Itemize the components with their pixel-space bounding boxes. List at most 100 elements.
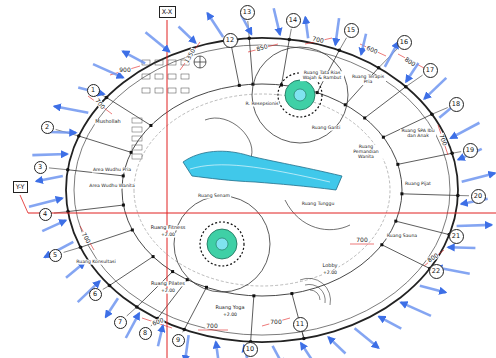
dimension: 800 (403, 56, 418, 69)
room-label: Ruang Tata Rias Wajah & Rambut (300, 71, 344, 81)
fountain (207, 229, 237, 259)
room-label: +2.00 (322, 271, 338, 276)
column (182, 328, 186, 332)
wind-arrow (158, 326, 163, 347)
partition (285, 200, 350, 230)
pond (183, 151, 342, 190)
grid-number: 12 (226, 37, 234, 44)
room-wall (292, 294, 304, 339)
grid-number: 3 (38, 164, 42, 171)
dimension: 700 (93, 97, 106, 111)
outer-wall (66, 38, 458, 342)
wind-arrow (126, 313, 139, 338)
corridor-edge (134, 94, 390, 286)
grid-number: 11 (296, 321, 304, 328)
dimension: 700 (80, 231, 92, 246)
room-wall (382, 245, 430, 269)
wind-arrow (355, 328, 379, 348)
gym-machine (168, 60, 176, 65)
wind-arrow (145, 32, 169, 52)
grid-bubble: 10 (243, 342, 258, 357)
grid-number: Y-Y (16, 184, 25, 191)
wind-arrow (78, 88, 104, 95)
wind-arrow (401, 302, 431, 316)
wind-arrow (361, 34, 366, 55)
wind-arrow (185, 335, 189, 358)
room-label: Ruang Konsultasi (75, 260, 116, 265)
dimension: 700 (438, 133, 449, 148)
room-wall (79, 136, 131, 152)
wind-arrow (54, 106, 88, 112)
grid-bubble: 17 (423, 63, 438, 78)
room-wall (345, 68, 378, 105)
grid-bubble: 22 (429, 264, 444, 279)
room-wall (249, 38, 253, 84)
stair (300, 278, 331, 305)
wind-arrow (274, 8, 280, 34)
grid-bubble: 14 (286, 13, 301, 28)
room-label: Lobby (321, 263, 338, 268)
column (205, 286, 208, 289)
room-label: Ruang Sauna (386, 234, 418, 239)
grid-number: 22 (432, 268, 440, 275)
grid-number: 15 (347, 27, 355, 34)
grid-number: 19 (466, 147, 474, 154)
gym-machine (155, 88, 163, 93)
column (302, 337, 306, 341)
grid-number: X-X (162, 9, 173, 16)
dimension: 600 (365, 45, 380, 56)
grid-number: 21 (452, 233, 460, 240)
room-label: +2.00 (160, 289, 176, 294)
fixture (132, 145, 142, 150)
grid-number: 6 (93, 291, 97, 298)
dimension-line (398, 54, 424, 68)
grid-number: 1 (91, 87, 95, 94)
grid-bubble: 7 (114, 316, 127, 329)
room-wall (398, 153, 452, 164)
grid-bubble: 21 (449, 229, 464, 244)
section-mark (194, 56, 206, 68)
grid-line (289, 29, 291, 40)
room-label: +2.00 (222, 313, 238, 318)
dimension: 700 (205, 323, 218, 329)
grid-bubble: 20 (471, 189, 486, 204)
room-label: Ruang Tunggu (301, 202, 336, 207)
dimension-line (88, 96, 112, 114)
grid-bubble: 16 (397, 35, 412, 50)
grid-bubble: 19 (463, 143, 478, 158)
room-label: Ruang Ganti (311, 126, 341, 131)
gym-equipment (132, 56, 206, 159)
grid-bubble: 4 (39, 208, 52, 221)
grid-lines (49, 21, 469, 342)
courtyards (174, 47, 348, 292)
room-wall (80, 230, 132, 247)
dimension: 850 (255, 43, 270, 53)
column (149, 124, 152, 127)
gym-machine (181, 88, 189, 93)
room-wall (251, 296, 254, 342)
grid-line (339, 38, 346, 51)
wind-arrows (29, 8, 495, 358)
column (152, 255, 155, 258)
fountain (285, 80, 315, 110)
grid-line (127, 307, 137, 316)
dimension-line (262, 318, 290, 326)
column (316, 91, 319, 94)
grid-number: 10 (246, 346, 254, 353)
fountain-basin (294, 89, 306, 101)
fixture (132, 154, 142, 159)
room-label: Ruang Senam (197, 194, 231, 199)
room-label: +2.00 (160, 233, 176, 238)
dimension-lines (80, 38, 448, 330)
grid-line (452, 152, 461, 154)
room-wall (281, 39, 289, 85)
grid-number: 8 (143, 330, 147, 337)
grid-line (64, 247, 81, 252)
gym-machine (181, 74, 189, 79)
dimension: 700 (311, 36, 325, 45)
grid-number: 5 (53, 252, 57, 259)
gym-machine (142, 88, 150, 93)
section-leader (20, 195, 28, 213)
